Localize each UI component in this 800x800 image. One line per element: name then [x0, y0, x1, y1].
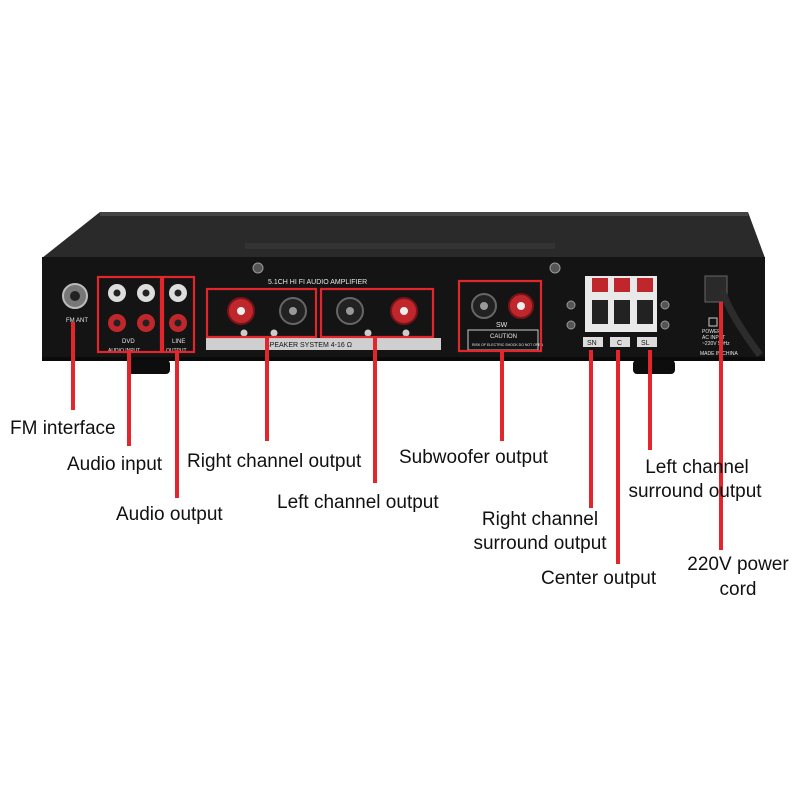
label-right-surround-line2: surround output: [473, 533, 607, 554]
vent-slots: [245, 243, 555, 249]
amplifier-top-lid: [42, 212, 765, 258]
ac-input-print: AC INPUT: [702, 335, 725, 341]
power-symbol-icon: [708, 317, 718, 327]
power-cord: [718, 288, 763, 358]
label-left-channel-output: Left channel output: [277, 492, 439, 513]
minus-marker-icon: [364, 329, 372, 337]
left-foot: [128, 360, 170, 374]
plus-marker-icon: [240, 329, 248, 337]
screw-icon: [660, 320, 670, 330]
label-fm-interface: FM interface: [10, 418, 116, 439]
label-subwoofer-output: Subwoofer output: [399, 447, 548, 468]
speaker-system-print: SPEAKER SYSTEM 4-16 Ω: [265, 342, 352, 349]
label-center-output: Center output: [541, 568, 657, 589]
fm-antenna-connector: FM ANT: [62, 283, 88, 324]
caution-sub-print: RISK OF ELECTRIC SHOCK DO NOT OPEN: [472, 343, 544, 347]
label-right-channel-output: Right channel output: [187, 451, 362, 472]
dvd-print: DVD: [122, 339, 135, 345]
c-print: C: [617, 340, 622, 347]
power-print: POWER: [702, 329, 721, 335]
minus-marker-icon: [270, 329, 278, 337]
screw-icon: [566, 300, 576, 310]
binding-posts: [227, 293, 534, 325]
callout-boxes: [96, 275, 543, 354]
sw-print: SW: [496, 322, 508, 329]
plus-marker-icon: [402, 329, 410, 337]
screw-icon: [549, 262, 561, 274]
voltage-print: ~220V 50Hz: [702, 341, 730, 347]
screw-icon: [566, 320, 576, 330]
label-audio-output: Audio output: [116, 504, 223, 525]
fm-ant-print: FM ANT: [66, 318, 88, 324]
right-foot: [633, 360, 675, 374]
sl-print: SL: [641, 340, 650, 347]
label-left-surround-line1: Left channel: [645, 457, 749, 478]
label-audio-input: Audio input: [67, 454, 163, 475]
label-power-cord-line2: cord: [719, 579, 757, 600]
surround-terminals: [585, 276, 657, 332]
label-power-cord-line1: 220V power: [687, 554, 789, 575]
sn-print: SN: [587, 340, 597, 347]
caution-print: CAUTION: [490, 334, 517, 340]
screw-icon: [660, 300, 670, 310]
rca-jacks: [108, 284, 187, 332]
amplifier-title-print: 5.1CH HI FI AUDIO AMPLIFIER: [268, 279, 367, 286]
leader-lines: [71, 302, 723, 564]
screw-icon: [252, 262, 264, 274]
line-print: LINE: [172, 339, 185, 345]
label-right-surround-line1: Right channel: [481, 509, 599, 530]
label-left-surround-line2: surround output: [628, 481, 762, 502]
